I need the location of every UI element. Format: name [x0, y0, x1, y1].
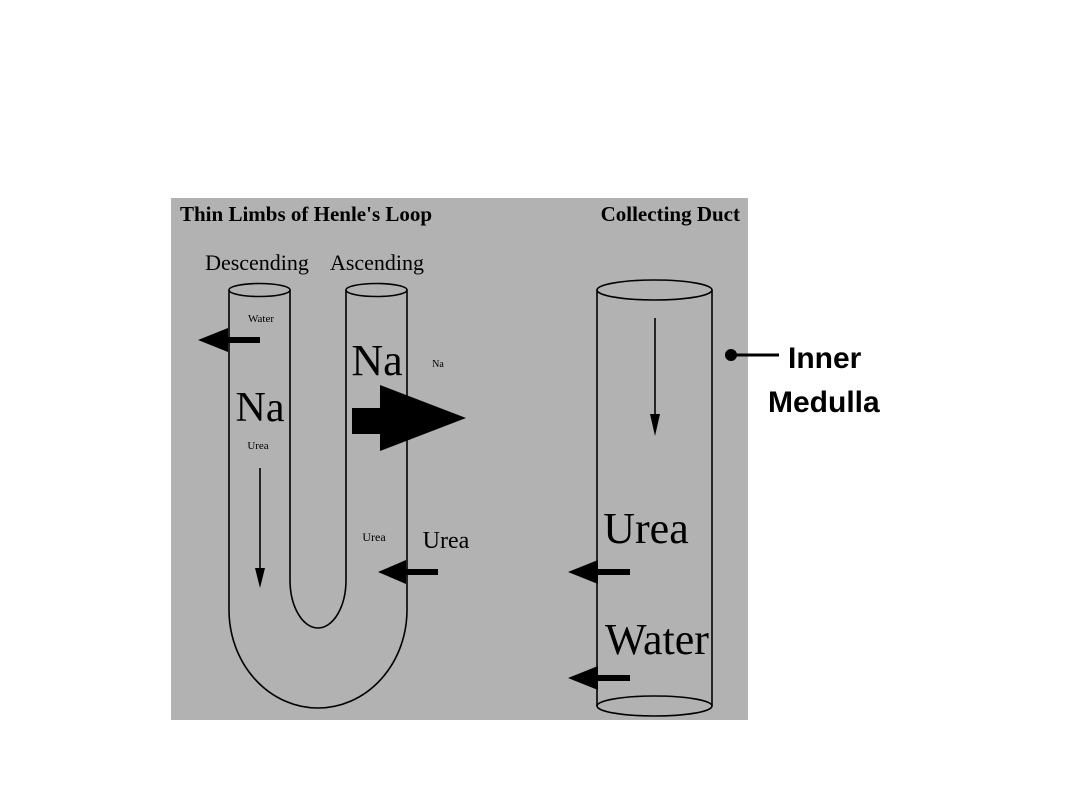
descending-flow-arrow [255, 468, 265, 588]
inner-medulla-pointer [725, 349, 779, 361]
henle-loop-inner-wall [289, 290, 347, 629]
collecting-duct-bottom-opening [596, 695, 713, 717]
ascending-na-out-arrow [352, 385, 466, 451]
collecting-duct-urea-label: Urea [603, 504, 689, 553]
label-descending: Descending [205, 250, 309, 275]
descending-urea-label: Urea [247, 440, 268, 452]
collecting-duct-water-out-arrow [568, 666, 630, 690]
collecting-duct-water-label: Water [605, 615, 709, 664]
descending-na-label: Na [236, 385, 285, 431]
ascending-na-small-label: Na [432, 359, 444, 370]
henle-loop-tube [228, 290, 408, 709]
collecting-duct-flow-arrow [650, 318, 660, 436]
descending-water-out-arrow [198, 328, 260, 352]
inner-medulla-label-line2: Medulla [768, 386, 880, 419]
inner-medulla-label-line1: Inner [788, 342, 862, 375]
ascending-urea-label: Urea [423, 528, 470, 554]
collecting-duct-urea-out-arrow [568, 560, 630, 584]
ascending-limb-opening [345, 282, 408, 298]
ascending-urea-small-label: Urea [362, 530, 386, 544]
label-ascending: Ascending [330, 250, 424, 275]
descending-limb-opening [228, 282, 291, 298]
title-collecting-duct: Collecting Duct [601, 202, 740, 226]
collecting-duct-top-opening [596, 279, 713, 301]
title-henle-loop: Thin Limbs of Henle's Loop [180, 202, 432, 226]
ascending-urea-in-arrow [378, 560, 438, 584]
ascending-na-label: Na [351, 336, 402, 385]
descending-water-label: Water [248, 313, 274, 325]
